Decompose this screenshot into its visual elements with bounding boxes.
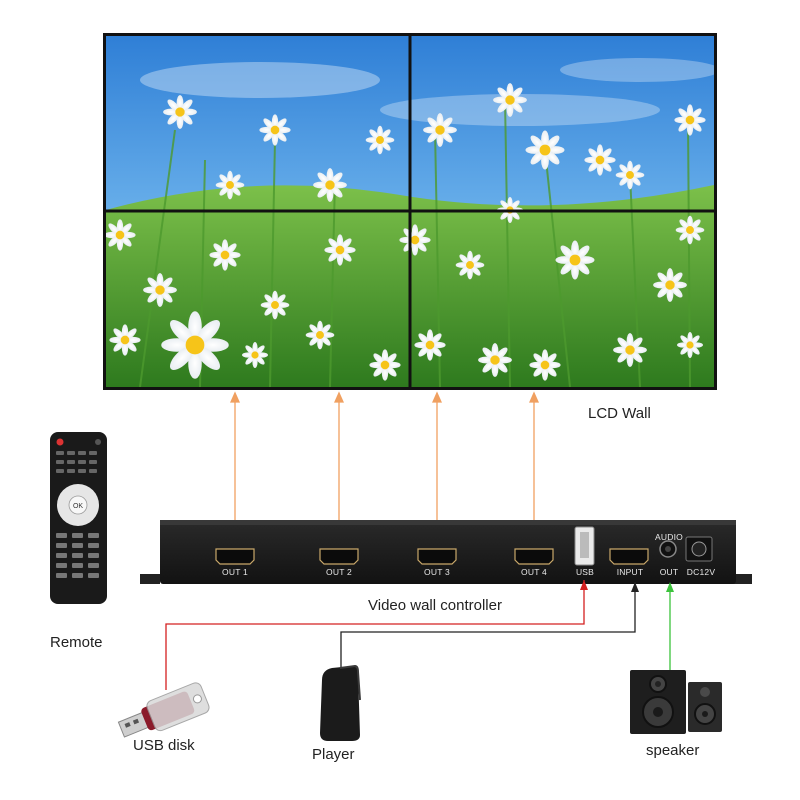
port-label-out4: OUT 4 — [521, 567, 547, 577]
hdmi-port-input — [609, 548, 649, 565]
hdmi-port-out1 — [215, 548, 255, 565]
remote-control-icon: OK — [50, 432, 107, 604]
speaker-label: speaker — [646, 742, 700, 759]
remote-ok-label: OK — [73, 503, 83, 510]
remote-label: Remote — [50, 634, 103, 651]
port-label-dc12v: DC12V — [686, 567, 716, 577]
hdmi-port-out4 — [514, 548, 554, 565]
media-player-icon — [320, 664, 361, 741]
hdmi-port-out2 — [319, 548, 359, 565]
port-label-usb: USB — [575, 567, 595, 577]
port-label-out2: OUT 2 — [326, 567, 352, 577]
port-label-audio: AUDIO — [655, 532, 683, 542]
port-label-input: INPUT — [616, 567, 644, 577]
controller-label: Video wall controller — [368, 597, 502, 614]
usb-disk-label: USB disk — [133, 737, 195, 754]
usb-cable-line — [165, 580, 585, 690]
port-label-out1: OUT 1 — [222, 567, 248, 577]
player-label: Player — [312, 746, 355, 763]
port-label-out3: OUT 3 — [424, 567, 450, 577]
port-label-audio-out: OUT — [659, 567, 679, 577]
input-cable-line — [340, 582, 636, 670]
usb-stick-icon — [117, 682, 210, 738]
hdmi-port-out3 — [417, 548, 457, 565]
speaker-icon — [630, 670, 722, 734]
lcd-wall-label: LCD Wall — [588, 405, 651, 422]
